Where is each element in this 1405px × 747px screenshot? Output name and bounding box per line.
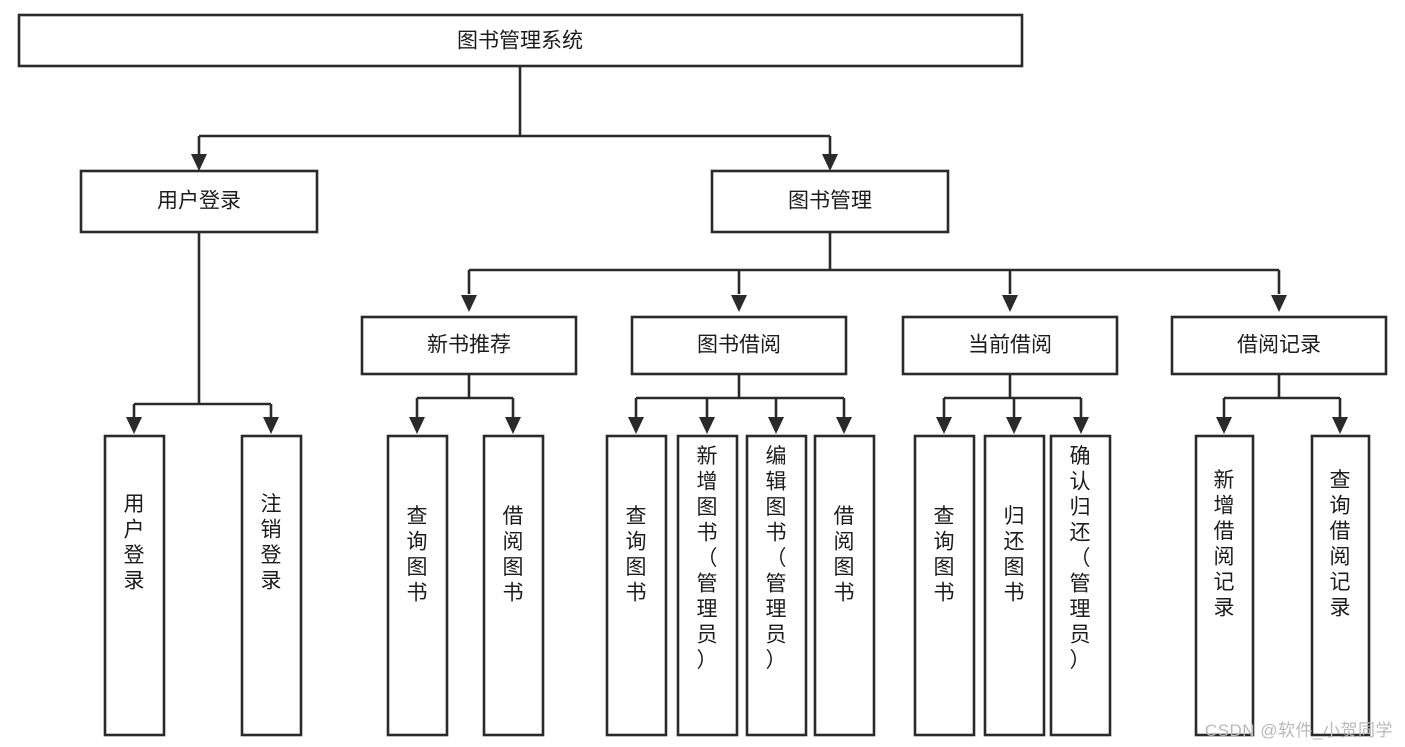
leaf-node-query-book-newbook-box[interactable]	[386, 434, 449, 737]
leaf-node-query-book-borrow-label: 查询图书	[626, 505, 647, 605]
leaf-node-logout-box[interactable]	[240, 434, 303, 737]
arrow-icon-to-current	[1002, 295, 1018, 312]
node-borrow-record[interactable]: 借阅记录	[1170, 315, 1388, 376]
csdn-watermark: CSDN @软件_小贺同学	[1204, 721, 1393, 740]
leaf-node-user-login-label: 用户登录	[124, 493, 145, 593]
leaf-node-add-book-admin-label: 新增图书（管理员）	[697, 445, 718, 672]
leaf-node-borrow-book-newbook-box[interactable]	[482, 434, 545, 737]
arrow-icon-newbook-leaf-2	[505, 417, 521, 434]
arrow-icon-to-record	[1271, 295, 1287, 312]
leaf-node-logout[interactable]: 注销登录	[240, 434, 303, 737]
node-current-borrow-label: 当前借阅	[968, 334, 1052, 357]
leaf-node-return-book-box[interactable]	[983, 434, 1046, 737]
connector-group-root-to-level2	[191, 66, 838, 171]
node-new-book-recommend[interactable]: 新书推荐	[360, 315, 578, 376]
connector-group-record-to-leaves	[1216, 374, 1348, 434]
leaf-node-query-borrow-record-label: 查询借阅记录	[1330, 469, 1351, 620]
arrow-icon-record-leaf-2	[1332, 417, 1348, 434]
arrow-icon-to-newbook	[461, 295, 477, 312]
arrow-icon-to-user-login	[191, 154, 207, 171]
leaf-node-confirm-return-admin[interactable]: 确认归还（管理员）	[1049, 434, 1112, 737]
leaf-node-confirm-return-admin-box[interactable]	[1049, 434, 1112, 737]
node-book-management-label: 图书管理	[788, 190, 872, 213]
arrow-icon-to-book-mgmt	[822, 154, 838, 171]
node-current-borrow-box[interactable]	[901, 315, 1119, 376]
leaf-node-borrow-book-newbook-label: 借阅图书	[503, 505, 524, 605]
leaf-node-user-login-box[interactable]	[103, 434, 166, 737]
arrow-icon-current-leaf-1	[936, 417, 952, 434]
arrow-icon-to-borrow	[731, 295, 747, 312]
leaf-node-query-book-newbook-label: 查询图书	[407, 505, 428, 605]
node-new-book-recommend-box[interactable]	[360, 315, 578, 376]
connector-group-newbook-to-leaves	[409, 374, 521, 434]
leaf-node-edit-book-admin[interactable]: 编辑图书（管理员）	[745, 434, 808, 737]
arrow-icon-leaf-logout	[263, 417, 279, 434]
node-root-box[interactable]	[17, 13, 1024, 68]
arrow-icon-borrow-leaf-1	[628, 417, 644, 434]
leaf-node-add-borrow-record-label: 新增借阅记录	[1214, 469, 1235, 620]
leaf-node-borrow-book-borrow-label: 借阅图书	[834, 505, 855, 605]
leaf-node-query-book-borrow[interactable]: 查询图书	[605, 434, 668, 737]
node-user-login-label: 用户登录	[157, 190, 241, 213]
leaf-node-query-book-newbook[interactable]: 查询图书	[386, 434, 449, 737]
leaf-node-add-borrow-record-box[interactable]	[1194, 434, 1255, 737]
node-root-book-management-system[interactable]: 图书管理系统	[17, 13, 1024, 68]
leaf-node-logout-label: 注销登录	[261, 493, 282, 593]
leaf-node-borrow-book-newbook[interactable]: 借阅图书	[482, 434, 545, 737]
arrow-icon-current-leaf-2	[1006, 417, 1022, 434]
leaf-node-return-book-label: 归还图书	[1004, 505, 1025, 605]
node-book-management[interactable]: 图书管理	[710, 169, 950, 234]
node-user-login-box[interactable]	[79, 169, 319, 234]
leaf-node-add-book-admin[interactable]: 新增图书（管理员）	[676, 434, 739, 737]
leaf-node-borrow-book-borrow-box[interactable]	[813, 434, 876, 737]
leaf-node-add-borrow-record[interactable]: 新增借阅记录	[1194, 434, 1255, 737]
connector-group-userlogin-to-leaves	[126, 232, 279, 434]
leaf-node-query-borrow-record[interactable]: 查询借阅记录	[1310, 434, 1371, 737]
arrow-icon-current-leaf-3	[1073, 417, 1089, 434]
leaf-node-user-login[interactable]: 用户登录	[103, 434, 166, 737]
node-user-login[interactable]: 用户登录	[79, 169, 319, 234]
node-borrow-record-box[interactable]	[1170, 315, 1388, 376]
arrow-icon-leaf-user-login	[126, 417, 142, 434]
arrow-icon-record-leaf-1	[1216, 417, 1232, 434]
arrow-icon-borrow-leaf-2	[699, 417, 715, 434]
connector-group-borrow-to-leaves	[628, 374, 852, 434]
node-root-label: 图书管理系统	[457, 30, 583, 53]
leaf-node-confirm-return-admin-label: 确认归还（管理员）	[1070, 445, 1091, 672]
node-book-borrow[interactable]: 图书借阅	[630, 315, 848, 376]
arrow-icon-borrow-leaf-4	[836, 417, 852, 434]
leaf-node-query-book-current[interactable]: 查询图书	[913, 434, 976, 737]
node-book-borrow-box[interactable]	[630, 315, 848, 376]
leaf-node-edit-book-admin-label: 编辑图书（管理员）	[766, 445, 787, 672]
node-book-management-box[interactable]	[710, 169, 950, 234]
node-current-borrow[interactable]: 当前借阅	[901, 315, 1119, 376]
node-borrow-record-label: 借阅记录	[1237, 334, 1321, 357]
leaf-node-query-book-current-box[interactable]	[913, 434, 976, 737]
arrow-icon-newbook-leaf-1	[409, 417, 425, 434]
leaf-node-borrow-book-borrow[interactable]: 借阅图书	[813, 434, 876, 737]
leaf-node-query-book-current-label: 查询图书	[934, 505, 955, 605]
arrow-icon-borrow-leaf-3	[768, 417, 784, 434]
leaf-node-query-book-borrow-box[interactable]	[605, 434, 668, 737]
leaf-node-edit-book-admin-box[interactable]	[745, 434, 808, 737]
node-book-borrow-label: 图书借阅	[697, 334, 781, 357]
leaf-node-query-borrow-record-box[interactable]	[1310, 434, 1371, 737]
leaf-node-add-book-admin-box[interactable]	[676, 434, 739, 737]
connector-group-current-to-leaves	[936, 374, 1089, 434]
node-new-book-recommend-label: 新书推荐	[427, 334, 511, 357]
connector-group-bookmgmt-to-level3	[461, 232, 1287, 312]
leaf-node-return-book[interactable]: 归还图书	[983, 434, 1046, 737]
